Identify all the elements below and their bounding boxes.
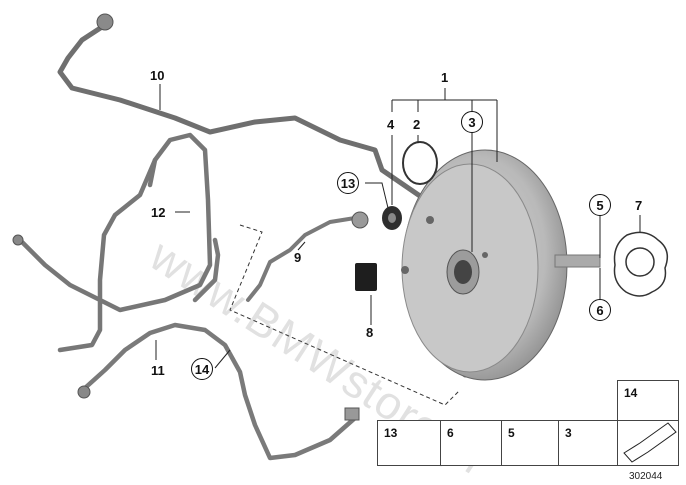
callout-8: 8 bbox=[366, 325, 374, 340]
legend-item-5: 5 bbox=[501, 420, 559, 466]
hose-connector-10 bbox=[96, 13, 114, 31]
callout-10: 10 bbox=[150, 68, 165, 83]
callout-2: 2 bbox=[413, 117, 421, 132]
legend-label-13: 13 bbox=[384, 426, 398, 440]
legend-item-6: 6 bbox=[440, 420, 502, 466]
callout-12: 12 bbox=[151, 205, 166, 220]
hose-clip-right bbox=[344, 407, 360, 421]
callout-14: 14 bbox=[191, 358, 213, 380]
callout-3: 3 bbox=[461, 111, 483, 133]
callout-13: 13 bbox=[337, 172, 359, 194]
check-valve-9 bbox=[351, 211, 369, 229]
callout-5: 5 bbox=[589, 194, 611, 216]
pressure-sensor-8 bbox=[355, 263, 377, 291]
diagram-reference-number: 302044 bbox=[629, 471, 663, 482]
vacuum-hose-12 bbox=[17, 132, 213, 353]
legend-item-13: 13 bbox=[377, 420, 441, 466]
legend-item-3: 3 bbox=[558, 420, 618, 466]
grommet-13 bbox=[382, 206, 402, 230]
vacuum-hose-9 bbox=[246, 216, 357, 302]
callout-6: 6 bbox=[589, 299, 611, 321]
brake-booster bbox=[401, 149, 601, 381]
legend-label-14: 14 bbox=[624, 386, 638, 400]
legend-item-14: 14 bbox=[617, 380, 679, 421]
seal-ring-2 bbox=[402, 141, 438, 185]
legend-label-3: 3 bbox=[565, 426, 572, 440]
callout-1: 1 bbox=[441, 70, 449, 85]
vacuum-hose-11 bbox=[82, 237, 358, 461]
callout-9: 9 bbox=[294, 250, 302, 265]
legend-symbol-box bbox=[617, 420, 679, 466]
leader-lines bbox=[155, 84, 641, 369]
legend-label-5: 5 bbox=[508, 426, 515, 440]
callout-7: 7 bbox=[635, 198, 643, 213]
gasket-7 bbox=[613, 231, 669, 297]
callout-11: 11 bbox=[151, 363, 165, 378]
hose-end-lower-left bbox=[77, 385, 91, 399]
legend-label-6: 6 bbox=[447, 426, 454, 440]
hose-end-left bbox=[12, 234, 24, 246]
callout-4: 4 bbox=[387, 117, 395, 132]
